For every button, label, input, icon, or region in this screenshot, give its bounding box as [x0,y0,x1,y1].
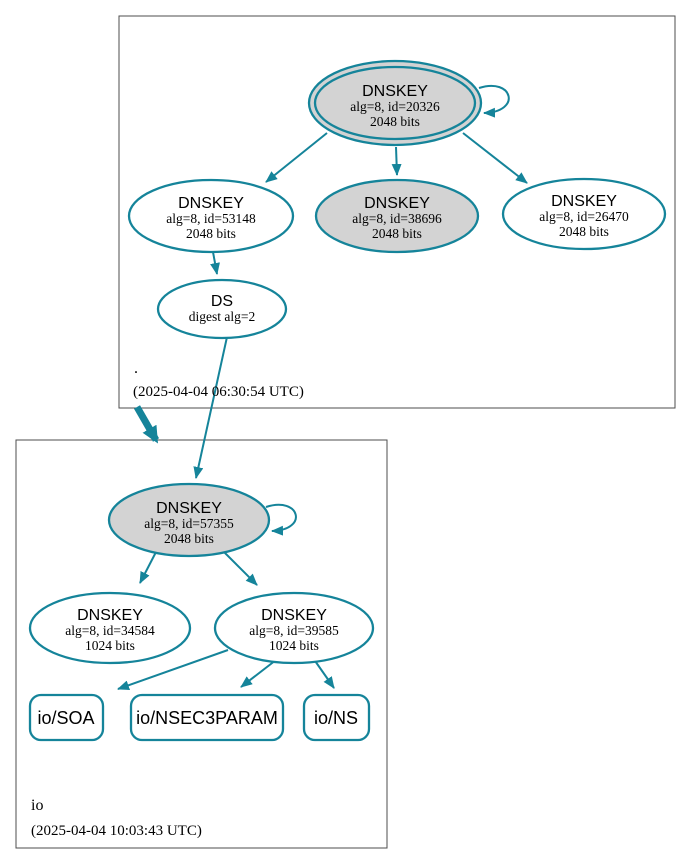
node-root-dnskey-20326-detail1: alg=8, id=20326 [350,99,440,114]
edge-ds-to-io-ksk [193,336,228,479]
node-io-dnskey-57355[interactable]: DNSKEY alg=8, id=57355 2048 bits [107,482,271,558]
node-root-dnskey-38696[interactable]: DNSKEY alg=8, id=38696 2048 bits [314,178,480,254]
node-io-dnskey-34584-ellipse[interactable] [28,591,192,665]
edge-io-ksk-to-zsk39585 [223,551,258,586]
node-io-nsec3param-label: io/NSEC3PARAM [136,708,278,728]
edge-root-to-io-delegation [133,405,160,444]
node-io-dnskey-39585-ellipse[interactable] [213,591,375,665]
node-root-dnskey-53148-ellipse[interactable] [127,178,295,254]
node-io-dnskey-34584[interactable]: DNSKEY alg=8, id=34584 1024 bits [28,591,192,665]
node-io-soa-label: io/SOA [37,708,94,728]
node-root-dnskey-26470-detail2: 2048 bits [559,224,609,239]
node-io-dnskey-34584-detail1: alg=8, id=34584 [65,623,155,638]
node-root-dnskey-53148-title: DNSKEY [178,195,244,212]
node-io-dnskey-34584-title: DNSKEY [77,607,143,624]
zone-timestamp-io: (2025-04-04 10:03:43 UTC) [31,823,202,839]
node-io-soa-rect[interactable] [28,693,105,742]
node-root-ds-title: DS [211,293,233,310]
node-io-dnskey-57355-detail2: 2048 bits [164,531,214,546]
edge-root-ksk-selfloop [478,85,510,118]
edge-zsk39585-to-nsec3param [240,659,277,688]
node-root-dnskey-20326-outer-ellipse[interactable] [307,59,483,147]
node-root-dnskey-38696-title: DNSKEY [364,195,430,212]
node-io-ns-rect[interactable] [302,693,371,742]
node-io-ns[interactable]: io/NS [302,693,371,742]
edge-root-ksk-to-zsk26470 [462,132,528,184]
node-io-ns-label: io/NS [314,708,358,728]
node-io-nsec3param-rect[interactable] [129,693,285,742]
node-root-dnskey-38696-detail2: 2048 bits [372,226,422,241]
edge-zsk53148-to-ds [210,251,220,275]
edge-io-ksk-selfloop [265,503,297,536]
zone-timestamp-root: (2025-04-04 06:30:54 UTC) [133,384,304,400]
edges-io [117,503,335,691]
node-root-dnskey-26470-title: DNSKEY [551,193,617,210]
edge-zsk39585-to-soa [117,649,229,691]
node-io-dnskey-39585[interactable]: DNSKEY alg=8, id=39585 1024 bits [213,591,375,665]
node-root-dnskey-38696-detail1: alg=8, id=38696 [352,211,442,226]
node-root-dnskey-53148[interactable]: DNSKEY alg=8, id=53148 2048 bits [127,178,295,254]
node-root-dnskey-20326[interactable]: DNSKEY alg=8, id=20326 2048 bits [307,59,483,147]
edge-io-ksk-to-zsk34584 [139,551,157,584]
node-root-dnskey-38696-ellipse[interactable] [314,178,480,254]
node-root-dnskey-26470-detail1: alg=8, id=26470 [539,209,629,224]
node-io-dnskey-57355-ellipse[interactable] [107,482,271,558]
node-root-dnskey-26470[interactable]: DNSKEY alg=8, id=26470 2048 bits [501,177,667,251]
edge-root-ksk-to-zsk38696 [391,146,402,176]
zone-label-root: . [134,360,138,377]
node-root-dnskey-53148-detail1: alg=8, id=53148 [166,211,256,226]
node-io-soa[interactable]: io/SOA [28,693,105,742]
node-root-dnskey-26470-ellipse[interactable] [501,177,667,251]
node-root-dnskey-53148-detail2: 2048 bits [186,226,236,241]
node-root-dnskey-20326-inner-ellipse [313,65,477,141]
node-root-dnskey-20326-detail2: 2048 bits [370,114,420,129]
node-io-dnskey-57355-detail1: alg=8, id=57355 [144,516,234,531]
node-root-ds-detail1: digest alg=2 [189,309,255,324]
edge-root-ksk-to-zsk53148 [265,132,328,183]
edge-zsk39585-to-ns [312,657,335,689]
zone-box-root [118,15,676,409]
node-root-ds[interactable]: DS digest alg=2 [156,278,288,340]
node-io-dnskey-39585-detail1: alg=8, id=39585 [249,623,339,638]
node-io-dnskey-39585-title: DNSKEY [261,607,327,624]
node-io-dnskey-39585-detail2: 1024 bits [269,638,319,653]
edges-root [133,85,528,479]
node-io-nsec3param[interactable]: io/NSEC3PARAM [129,693,285,742]
node-io-dnskey-34584-detail2: 1024 bits [85,638,135,653]
node-io-dnskey-57355-title: DNSKEY [156,500,222,517]
zone-box-io [15,439,388,849]
node-root-ds-ellipse[interactable] [156,278,288,340]
zone-label-io: io [31,797,43,814]
node-root-dnskey-20326-title: DNSKEY [362,83,428,100]
